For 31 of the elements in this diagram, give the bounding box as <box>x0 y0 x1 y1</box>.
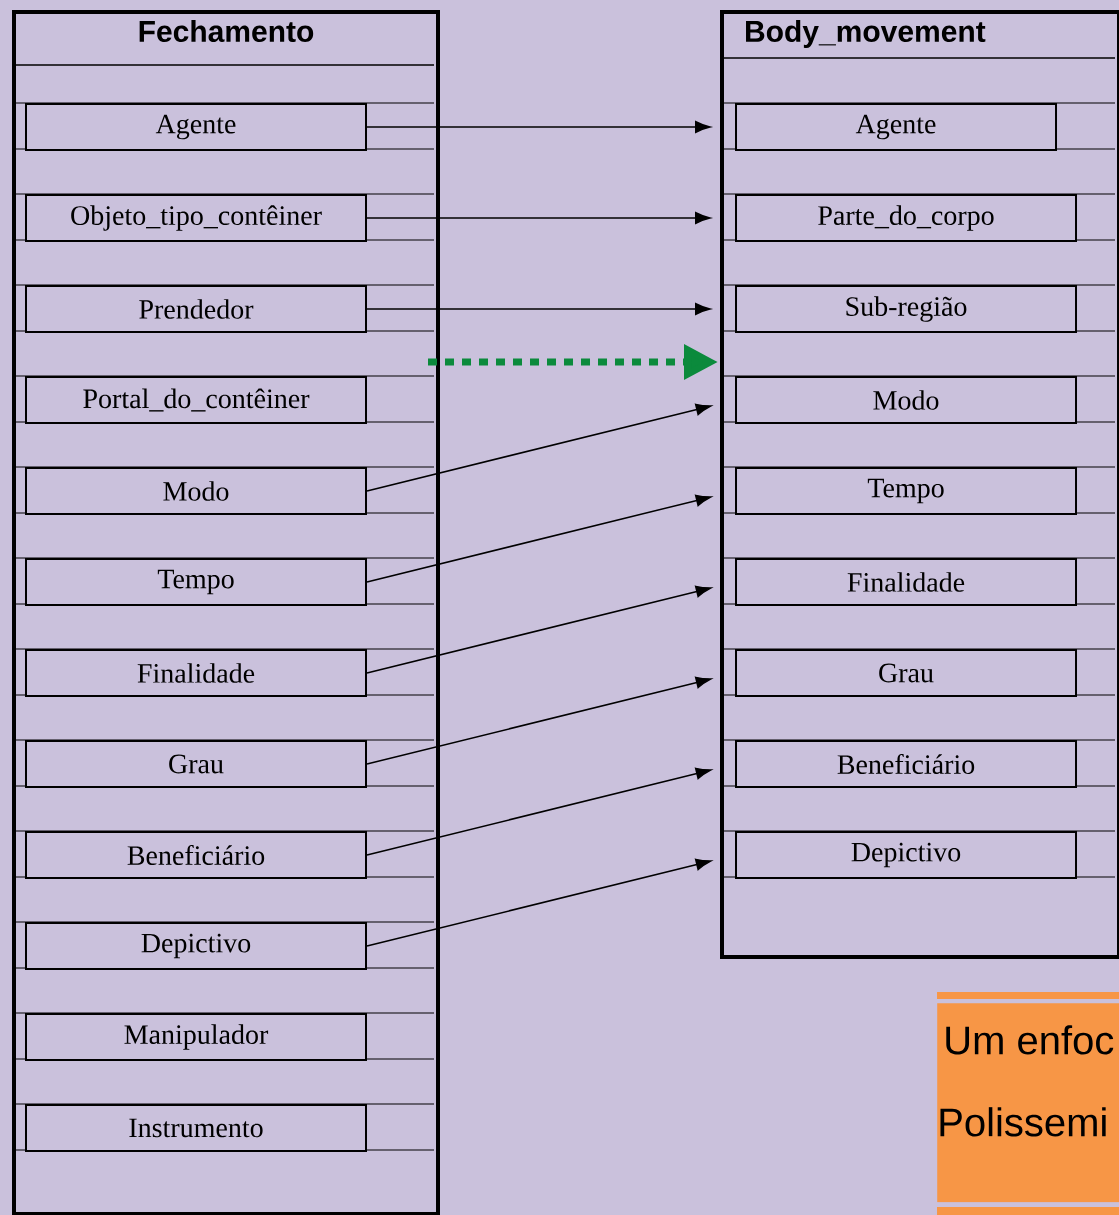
item-box: Finalidade <box>735 558 1077 606</box>
item-box: Modo <box>25 467 367 515</box>
note-box: Um enfoc Polissemi <box>937 1003 1119 1203</box>
item-box: Beneficiário <box>25 831 367 879</box>
item-box: Grau <box>735 649 1077 697</box>
item-box: Tempo <box>735 467 1077 515</box>
item-box: Sub-região <box>735 285 1077 333</box>
item-box: Agente <box>735 103 1057 151</box>
item-box: Depictivo <box>735 831 1077 879</box>
item-box: Prendedor <box>25 285 367 333</box>
arrow <box>366 494 712 583</box>
arrow <box>366 121 711 133</box>
item-box: Manipulador <box>25 1013 367 1061</box>
item-box: Portal_do_contêiner <box>25 376 367 424</box>
item-box: Agente <box>25 103 367 151</box>
item-box: Instrumento <box>25 1104 367 1152</box>
item-box: Tempo <box>25 558 367 606</box>
arrow <box>366 303 711 315</box>
arrow <box>366 767 712 856</box>
arrow <box>366 585 712 674</box>
item-box: Beneficiário <box>735 740 1077 788</box>
item-box: Finalidade <box>25 649 367 697</box>
item-box: Modo <box>735 376 1077 424</box>
item-box: Depictivo <box>25 922 367 970</box>
arrow <box>366 858 712 947</box>
item-box: Objeto_tipo_contêiner <box>25 194 367 242</box>
item-box: Grau <box>25 740 367 788</box>
arrow <box>366 676 712 765</box>
item-box: Parte_do_corpo <box>735 194 1077 242</box>
arrow <box>366 403 712 492</box>
arrow <box>366 212 711 224</box>
